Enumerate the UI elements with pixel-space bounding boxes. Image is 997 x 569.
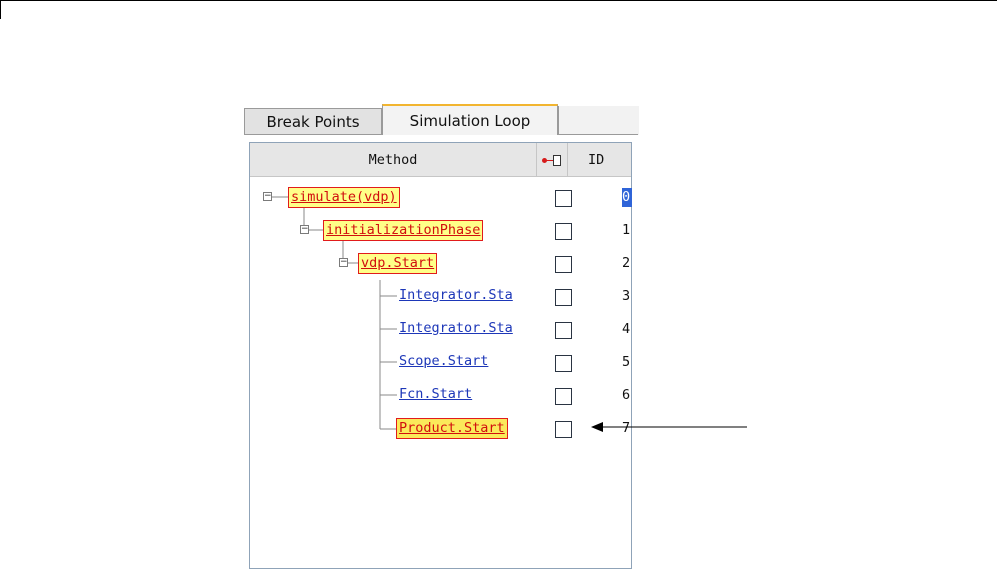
breakpoint-checkbox[interactable] (555, 388, 572, 405)
breakpoint-checkbox[interactable] (555, 190, 572, 207)
method-node[interactable]: Fcn.Start (399, 386, 473, 402)
page-rule-tick (0, 0, 1, 19)
collapse-icon[interactable]: − (263, 191, 272, 201)
breakpoint-checkbox[interactable] (555, 223, 572, 240)
row-id: 5 (622, 354, 631, 370)
method-node[interactable]: initializationPhase (323, 220, 484, 241)
tree-row[interactable]: − simulate(vdp) 0 (250, 181, 632, 214)
tab-simulation-loop[interactable]: Simulation Loop (382, 104, 558, 135)
row-id: 6 (622, 387, 631, 403)
method-node[interactable]: Scope.Start (399, 353, 489, 369)
row-id: 3 (622, 288, 631, 304)
callout-arrow (591, 422, 747, 432)
row-id: 4 (622, 321, 631, 337)
table-header: Method ID (250, 143, 631, 177)
breakpoint-icon (540, 153, 564, 167)
collapse-icon[interactable]: − (300, 224, 309, 234)
tree-row[interactable]: − initializationPhase 1 (250, 214, 631, 247)
tab-strip: Break Points Simulation Loop (242, 104, 639, 138)
page-rule (0, 0, 997, 1)
column-header-method[interactable]: Method (250, 143, 537, 176)
column-header-breakpoint[interactable] (537, 143, 568, 176)
tree-row[interactable]: − vdp.Start 2 (250, 247, 631, 280)
method-node[interactable]: simulate(vdp) (288, 187, 400, 208)
tab-strip-filler (558, 106, 639, 135)
method-node[interactable]: vdp.Start (358, 253, 438, 274)
breakpoint-checkbox[interactable] (555, 289, 572, 306)
tree-row[interactable]: Product.Start 7 (250, 412, 631, 445)
row-id: 7 (622, 420, 631, 436)
column-header-id[interactable]: ID (588, 151, 605, 168)
tree-row[interactable]: Integrator.Sta 4 (250, 313, 631, 346)
simulation-loop-tree-table: Method ID (249, 142, 632, 569)
row-id: 1 (622, 222, 631, 238)
method-node[interactable]: Integrator.Sta (399, 287, 513, 303)
simulation-stepper-panel: Break Points Simulation Loop Method ID (242, 104, 639, 569)
collapse-icon[interactable]: − (339, 257, 348, 267)
breakpoint-checkbox[interactable] (555, 322, 572, 339)
row-id: 2 (622, 255, 631, 271)
tree-row[interactable]: Scope.Start 5 (250, 346, 631, 379)
tree-row[interactable]: Integrator.Sta 3 (250, 280, 631, 313)
tree-row[interactable]: Fcn.Start 6 (250, 379, 631, 412)
breakpoint-checkbox[interactable] (555, 256, 572, 273)
tab-break-points[interactable]: Break Points (244, 108, 382, 135)
breakpoint-checkbox[interactable] (555, 421, 572, 438)
method-node[interactable]: Product.Start (396, 418, 508, 439)
row-id: 0 (622, 188, 632, 207)
breakpoint-checkbox[interactable] (555, 355, 572, 372)
method-node[interactable]: Integrator.Sta (399, 320, 513, 336)
